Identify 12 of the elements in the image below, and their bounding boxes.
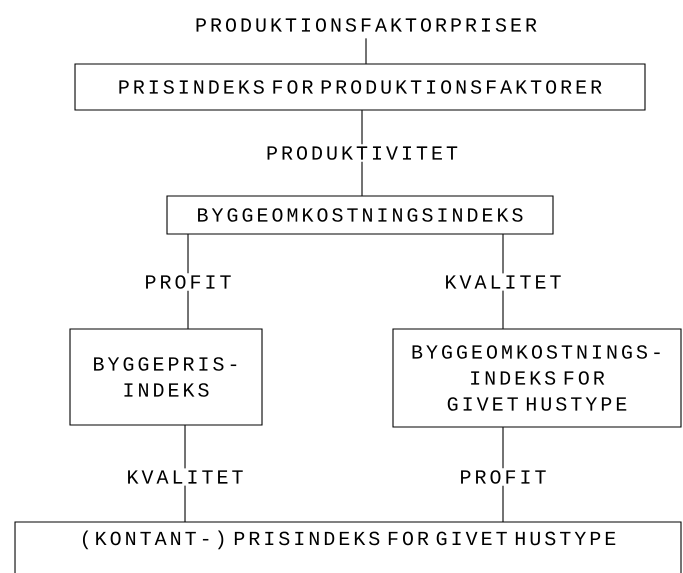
connector-line <box>365 38 367 64</box>
node-text: PRODUKTIONSFAKTORPRISER <box>196 18 536 32</box>
process-box: BYGGEOMKOSTNINGS- INDEKS FOR GIVET HUSTYPE <box>392 328 682 428</box>
process-box: BYGGEOMKOSTNINGSINDEKS <box>166 195 554 235</box>
edge-label: KVALITET <box>128 470 243 484</box>
process-box: (KONTANT-) PRISINDEKS FOR GIVET HUSTYPE <box>14 521 682 573</box>
edge-label: PRODUKTIVITET <box>268 146 458 160</box>
edge-label: PROFIT <box>146 275 231 289</box>
process-box: PRISINDEKS FOR PRODUKTIONSFAKTORER <box>74 63 646 111</box>
process-box: BYGGEPRIS- INDEKS <box>69 328 263 426</box>
edge-label: KVALITET <box>446 275 561 289</box>
edge-label: PROFIT <box>461 470 546 484</box>
